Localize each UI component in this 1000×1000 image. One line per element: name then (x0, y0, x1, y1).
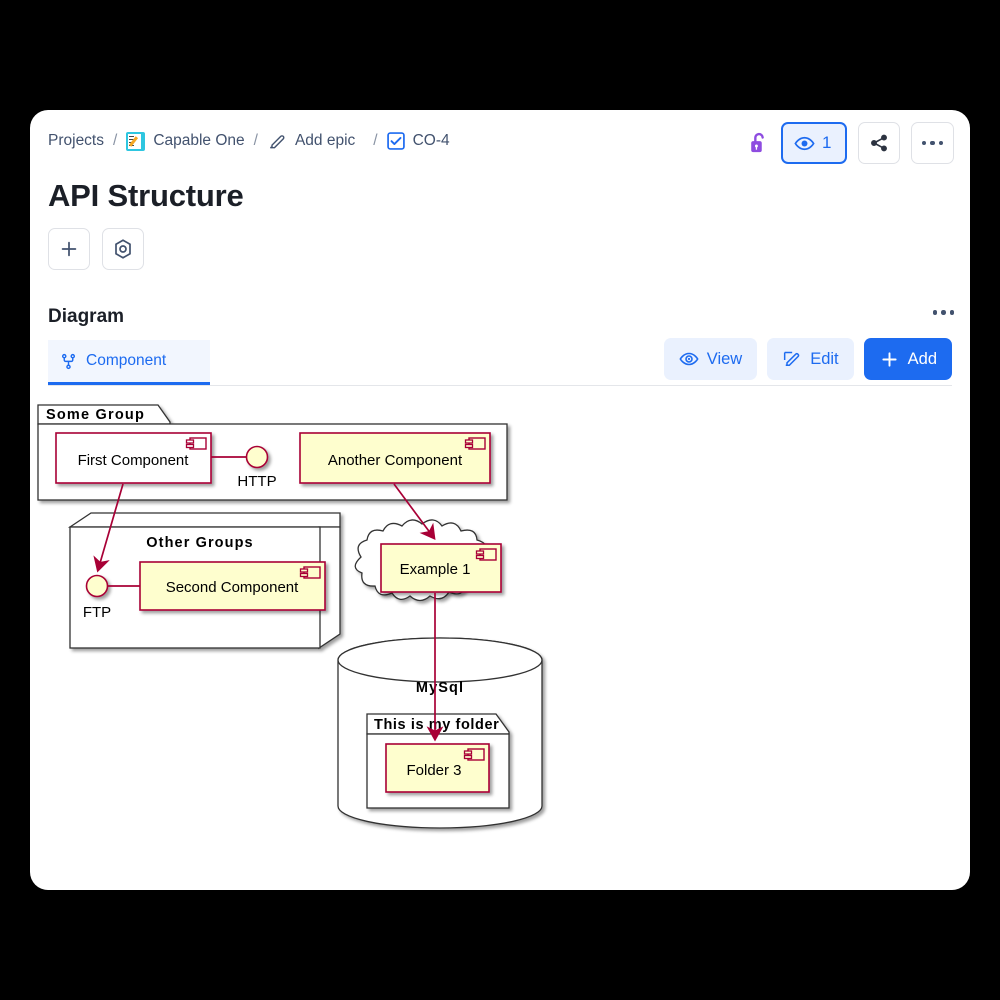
share-icon (870, 134, 887, 152)
watch-button[interactable]: 1 (781, 122, 847, 164)
component-label: First Component (78, 452, 190, 469)
settings-button[interactable] (102, 228, 144, 270)
edge-first-component-to-ftp (93, 483, 124, 573)
watch-count: 1 (822, 133, 832, 152)
section-title: Diagram (48, 306, 125, 327)
header-actions: 1 (748, 122, 954, 164)
breadcrumb-item-projects[interactable]: Projects (48, 132, 104, 149)
diagram-canvas[interactable]: Some Group First Component HTTP (30, 392, 970, 890)
breadcrumb-item-capable-one[interactable]: Capable One (153, 132, 245, 149)
add-label: Add (907, 349, 937, 368)
group-label-some-group: Some Group (46, 407, 145, 423)
edit-button[interactable]: Edit (767, 338, 854, 380)
breadcrumb-separator: / (253, 132, 258, 149)
page-title: API Structure (48, 178, 244, 213)
uml-component-icon (185, 437, 207, 450)
component-example-1[interactable]: Example 1 (380, 543, 502, 593)
tab-label: Component (86, 352, 167, 369)
issue-card: Projects / Capable One / Add epic / CO-4 (30, 110, 970, 890)
more-horizontal-icon (921, 140, 943, 146)
component-another-component[interactable]: Another Component (299, 432, 491, 484)
pencil-edit-icon (784, 351, 800, 366)
component-folder-3[interactable]: Folder 3 (385, 743, 490, 793)
interface-label-ftp: FTP (83, 604, 111, 621)
sub-action-row (48, 228, 144, 270)
section-more-button[interactable] (932, 310, 954, 315)
interface-label-http: HTTP (237, 473, 276, 490)
checkbox-checked-icon (386, 132, 405, 150)
interface-http[interactable]: HTTP (211, 445, 277, 491)
eye-icon (679, 352, 699, 366)
component-label: Example 1 (400, 561, 471, 578)
edge-another-component-to-example-1 (393, 483, 436, 541)
add-diagram-button[interactable]: Add (863, 338, 952, 380)
uml-component-icon (299, 566, 321, 579)
component-label: Second Component (166, 579, 299, 596)
hex-gear-icon (115, 239, 131, 259)
pencil-edit-icon (270, 135, 285, 149)
breadcrumb: Projects / Capable One / Add epic / CO-4 (48, 131, 450, 151)
more-button[interactable] (910, 122, 954, 164)
memo-icon (126, 131, 146, 151)
component-label: Another Component (328, 452, 463, 469)
component-second-component[interactable]: Second Component (139, 561, 326, 611)
breadcrumb-separator: / (113, 132, 118, 149)
plus-icon (61, 241, 77, 257)
breadcrumb-separator: / (373, 132, 378, 149)
group-label-this-is-my-folder: This is my folder (374, 717, 499, 733)
interface-ftp[interactable]: FTP (83, 574, 140, 622)
unlock-icon[interactable] (748, 130, 770, 156)
branch-icon (61, 353, 76, 369)
view-button[interactable]: View (663, 338, 758, 380)
breadcrumb-row: Projects / Capable One / Add epic / CO-4 (30, 110, 970, 172)
share-button[interactable] (857, 122, 900, 164)
add-button[interactable] (48, 228, 90, 270)
breadcrumb-item-add-epic[interactable]: Add epic (294, 132, 356, 149)
component-first-component[interactable]: First Component (55, 432, 212, 484)
more-horizontal-icon (932, 310, 954, 315)
breadcrumb-item-co-4[interactable]: CO-4 (412, 132, 450, 149)
tabs-row: Component View Edit A (48, 338, 952, 386)
component-label: Folder 3 (406, 762, 461, 779)
plus-icon (882, 351, 897, 367)
diagram-toolbar: View Edit Add (663, 338, 952, 380)
eye-icon (794, 136, 815, 150)
component-diagram-svg: Some Group First Component HTTP (37, 404, 543, 829)
uml-component-icon (475, 548, 497, 561)
uml-component-icon (463, 748, 485, 761)
tab-component[interactable]: Component (48, 340, 210, 385)
edit-label: Edit (810, 349, 839, 368)
view-label: View (706, 349, 743, 368)
uml-component-icon (464, 437, 486, 450)
group-label-mysql-visible: MySql (416, 680, 464, 696)
group-label-other-groups: Other Groups (146, 535, 253, 551)
